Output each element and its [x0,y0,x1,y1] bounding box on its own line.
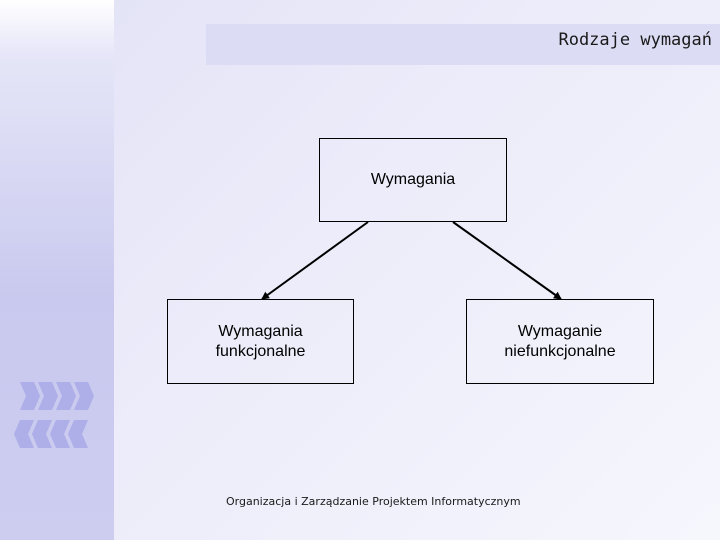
node-functional-line1: Wymagania [218,322,303,340]
node-functional-line2: funkcjonalne [215,342,306,360]
node-nonfunctional-line2: niefunkcjonalne [504,342,616,360]
node-requirements-label: Wymagania [370,171,456,188]
title-bar: Rodzaje wymagań [206,24,720,65]
slide-title: Rodzaje wymagań [558,30,712,50]
edge-root-to-nonfunctional [452,221,562,300]
node-requirements: Wymagania [319,138,507,222]
node-nonfunctional-line1: Wymaganie [517,322,603,340]
slide-footer: Organizacja i Zarządzanie Projektem Info… [226,495,521,508]
left-decorative-strip [0,0,114,540]
chevron-arrows-icon [14,382,94,448]
node-nonfunctional-requirements: Wymaganie niefunkcjonalne [466,299,654,384]
node-functional-requirements: Wymagania funkcjonalne [167,299,354,384]
edge-root-to-functional [261,221,369,300]
